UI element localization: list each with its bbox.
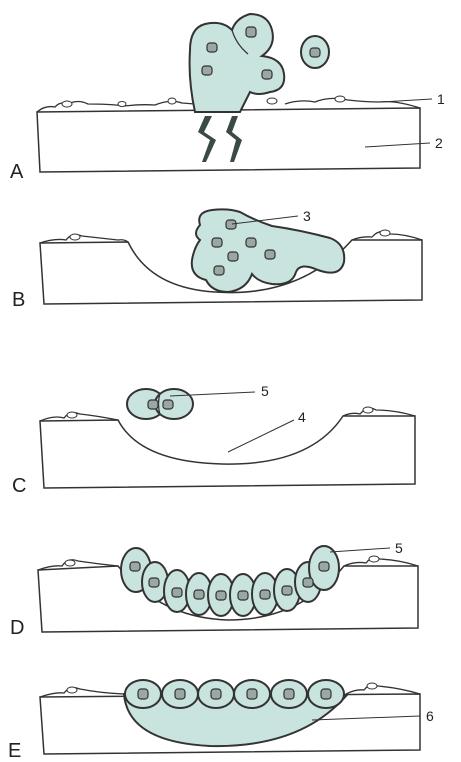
panel-a-leader-1 — [380, 99, 432, 102]
panel-c-letter: C — [12, 475, 26, 497]
panel-a-callout-2: 2 — [435, 135, 443, 151]
panel-d-callout-5: 5 — [395, 540, 403, 556]
panel-c-lining-nuclei — [67, 407, 373, 418]
panel-b-letter: B — [12, 289, 25, 311]
panel-e-letter: E — [8, 740, 21, 762]
panel-b: B 3 — [12, 208, 422, 311]
panel-a-bone-block — [37, 108, 420, 172]
panel-e: E 6 — [8, 680, 434, 762]
panel-a-free-cell-nucleus — [310, 48, 320, 57]
panel-c-callout-4: 4 — [298, 409, 306, 425]
panel-c: C 5 4 — [12, 383, 415, 497]
panel-a-osteoclast-mass — [190, 14, 285, 112]
panel-d-letter: D — [10, 617, 24, 639]
panel-c-cell-right — [155, 389, 193, 419]
panel-c-callout-5: 5 — [261, 383, 269, 399]
panel-b-callout-3: 3 — [303, 208, 311, 224]
panel-a-callout-1: 1 — [437, 91, 445, 107]
panel-e-callout-6: 6 — [426, 708, 434, 724]
panel-d: D 5 — [10, 540, 418, 639]
panel-c-bone-block — [40, 416, 415, 488]
panel-a-letter: A — [10, 161, 24, 183]
panel-a: A 1 2 — [10, 14, 445, 183]
panel-c-leader-4 — [228, 420, 294, 452]
panel-d-leader-5 — [330, 548, 390, 552]
